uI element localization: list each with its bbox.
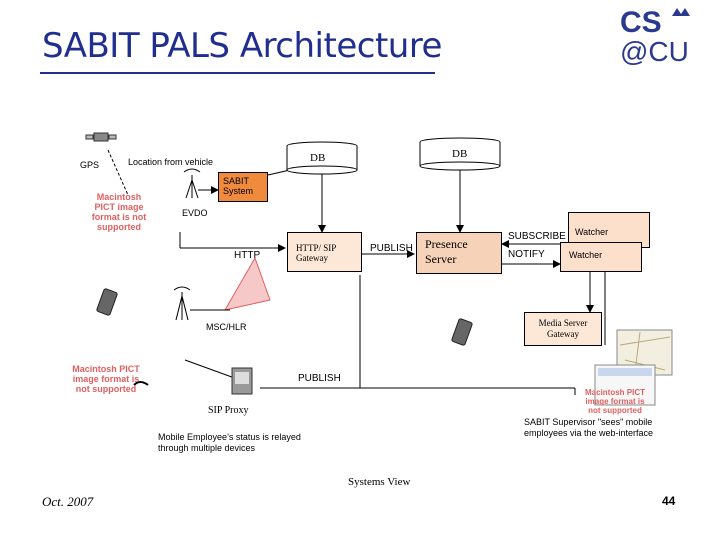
supervisor-text: SABIT Supervisor "sees" mobile employees… bbox=[524, 417, 654, 438]
crown-icon bbox=[672, 8, 690, 16]
notify-label: NOTIFY bbox=[508, 249, 545, 260]
mobile-phone-icon bbox=[96, 288, 118, 316]
publish-bottom-label: PUBLISH bbox=[298, 373, 341, 384]
satellite-icon bbox=[85, 132, 117, 142]
db-right-label: DB bbox=[452, 148, 468, 160]
cell-tower-icon bbox=[173, 286, 191, 321]
db-cylinder-right bbox=[419, 137, 501, 171]
title-underline bbox=[40, 72, 435, 74]
publish-top-label: PUBLISH bbox=[370, 243, 413, 254]
mobile-employee-status-text: Mobile Employee’s status is relayed thro… bbox=[158, 432, 301, 453]
http-label: HTTP bbox=[234, 250, 261, 261]
page-number: 44 bbox=[662, 494, 676, 508]
logo-cu: @CU bbox=[620, 36, 689, 67]
db-left-label: DB bbox=[310, 152, 326, 164]
subscribe-label: SUBSCRIBE bbox=[508, 231, 566, 242]
pict-placeholder-1: Macintosh PICT image format is not suppo… bbox=[91, 192, 147, 232]
logo-cs: CS bbox=[620, 6, 662, 39]
phone-handset-icon bbox=[133, 381, 149, 386]
mobile-phone-icon bbox=[451, 318, 473, 346]
pict-placeholder-3: Macintosh PICT image format is not suppo… bbox=[585, 388, 646, 415]
footer-date: Oct. 2007 bbox=[42, 494, 94, 509]
presence-server-box: Presence Server bbox=[416, 232, 502, 274]
evdo-label: EVDO bbox=[182, 208, 208, 218]
db-cylinder-left bbox=[286, 141, 358, 175]
location-from-vehicle-label: Location from vehicle bbox=[128, 157, 214, 167]
slide-title: SABIT PALS Architecture bbox=[42, 26, 442, 66]
sip-proxy-label: SIP Proxy bbox=[208, 405, 249, 416]
http-sip-gateway-box: HTTP/ SIP Gateway bbox=[287, 232, 362, 272]
pict-placeholder-2: Macintosh PICT image format is not suppo… bbox=[72, 364, 140, 394]
antenna-tower-icon bbox=[183, 168, 201, 199]
watcher-front-box: Watcher bbox=[560, 242, 642, 272]
gps-label: GPS bbox=[80, 160, 100, 170]
sabit-system-box: SABIT System bbox=[218, 172, 268, 202]
msc-hlr-label: MSC/HLR bbox=[206, 322, 247, 332]
handheld-device-icon bbox=[231, 367, 253, 395]
systems-view-label: Systems View bbox=[348, 476, 411, 488]
media-server-gateway-box: Media Server Gateway bbox=[524, 312, 602, 346]
web-interface-screen-icon bbox=[594, 364, 656, 406]
